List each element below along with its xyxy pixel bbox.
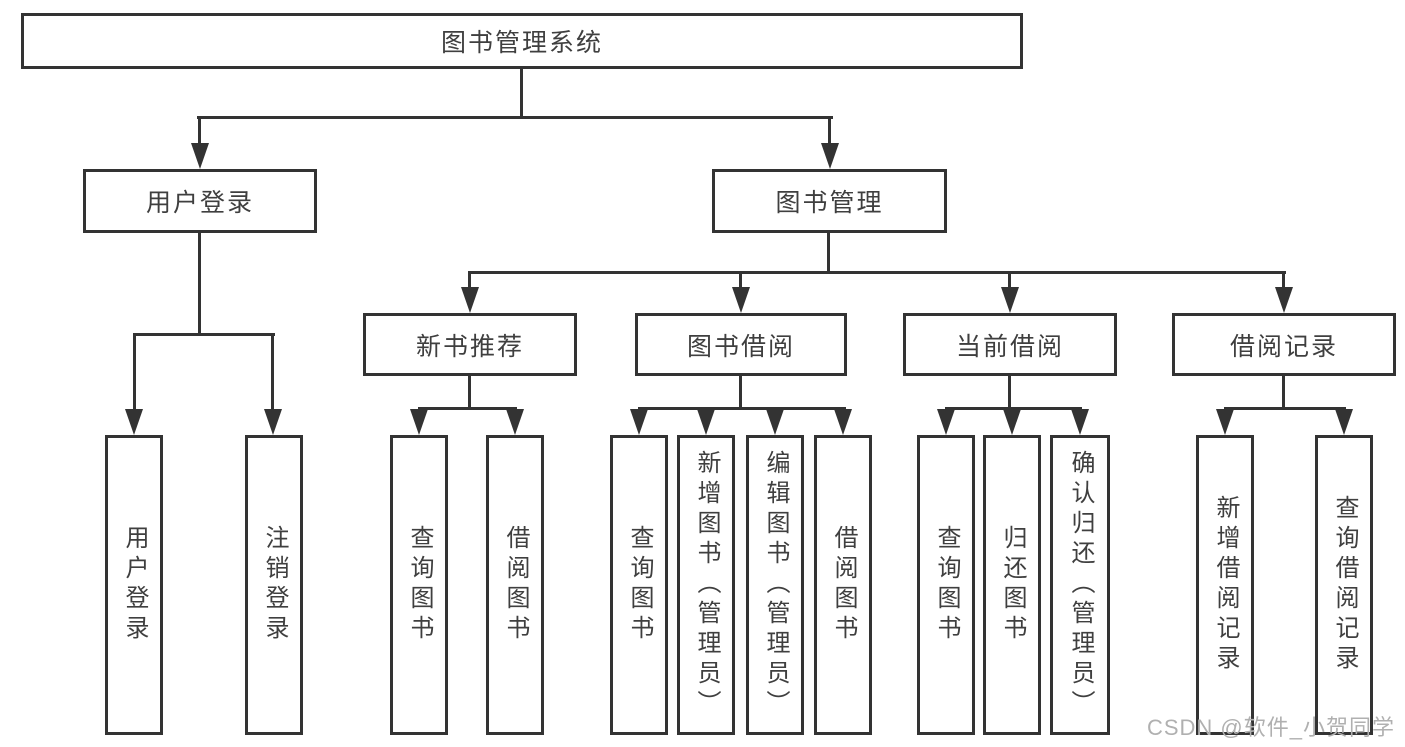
arrow-down-icon <box>732 287 750 313</box>
connector <box>271 333 274 411</box>
connector <box>133 333 275 336</box>
leaf-borrow-books: 借阅图书 <box>814 435 872 735</box>
connector <box>1282 375 1285 409</box>
node-book-borrowing: 图书借阅 <box>635 313 847 376</box>
connector <box>1008 375 1011 409</box>
leaf-confirm-return-admin: 确认归还（管理员） <box>1050 435 1110 735</box>
arrow-down-icon <box>766 409 784 435</box>
arrow-down-icon <box>821 143 839 169</box>
connector <box>520 68 523 118</box>
connector <box>739 375 742 409</box>
leaf-logout: 注销登录 <box>245 435 303 735</box>
connector <box>418 407 517 410</box>
node-new-book-recommendation: 新书推荐 <box>363 313 577 376</box>
node-user-login: 用户登录 <box>83 169 317 233</box>
leaf-query-books-current: 查询图书 <box>917 435 975 735</box>
connector <box>638 407 846 410</box>
leaf-edit-books-admin: 编辑图书（管理员） <box>746 435 804 735</box>
leaf-borrow-books-recommend: 借阅图书 <box>486 435 544 735</box>
arrow-down-icon <box>125 409 143 435</box>
connector <box>828 116 831 145</box>
arrow-down-icon <box>1003 409 1021 435</box>
leaf-user-login: 用户登录 <box>105 435 163 735</box>
leaf-query-borrow-record: 查询借阅记录 <box>1315 435 1373 735</box>
node-book-management: 图书管理 <box>712 169 947 233</box>
arrow-down-icon <box>834 409 852 435</box>
connector <box>468 375 471 409</box>
node-root-library-management-system: 图书管理系统 <box>21 13 1023 69</box>
connector <box>469 271 1286 274</box>
connector <box>739 271 742 289</box>
connector <box>1224 407 1346 410</box>
arrow-down-icon <box>191 143 209 169</box>
connector <box>1282 271 1285 289</box>
node-borrowing-records: 借阅记录 <box>1172 313 1396 376</box>
leaf-add-books-admin: 新增图书（管理员） <box>677 435 735 735</box>
arrow-down-icon <box>1335 409 1353 435</box>
csdn-watermark: CSDN @软件_小贺同学 <box>1146 715 1395 740</box>
arrow-down-icon <box>630 409 648 435</box>
connector <box>198 233 201 336</box>
arrow-down-icon <box>1001 287 1019 313</box>
connector <box>133 333 136 411</box>
node-current-borrowing: 当前借阅 <box>903 313 1117 376</box>
arrow-down-icon <box>1275 287 1293 313</box>
leaf-return-books: 归还图书 <box>983 435 1041 735</box>
arrow-down-icon <box>506 409 524 435</box>
connector <box>468 271 471 289</box>
leaf-add-borrow-record: 新增借阅记录 <box>1196 435 1254 735</box>
connector <box>1008 271 1011 289</box>
connector <box>197 116 833 119</box>
connector <box>198 116 201 145</box>
arrow-down-icon <box>264 409 282 435</box>
arrow-down-icon <box>1216 409 1234 435</box>
arrow-down-icon <box>461 287 479 313</box>
arrow-down-icon <box>410 409 428 435</box>
arrow-down-icon <box>1071 409 1089 435</box>
connector <box>827 233 830 274</box>
arrow-down-icon <box>937 409 955 435</box>
arrow-down-icon <box>697 409 715 435</box>
leaf-query-books-recommend: 查询图书 <box>390 435 448 735</box>
leaf-query-books-borrowing: 查询图书 <box>610 435 668 735</box>
connector <box>945 407 1082 410</box>
